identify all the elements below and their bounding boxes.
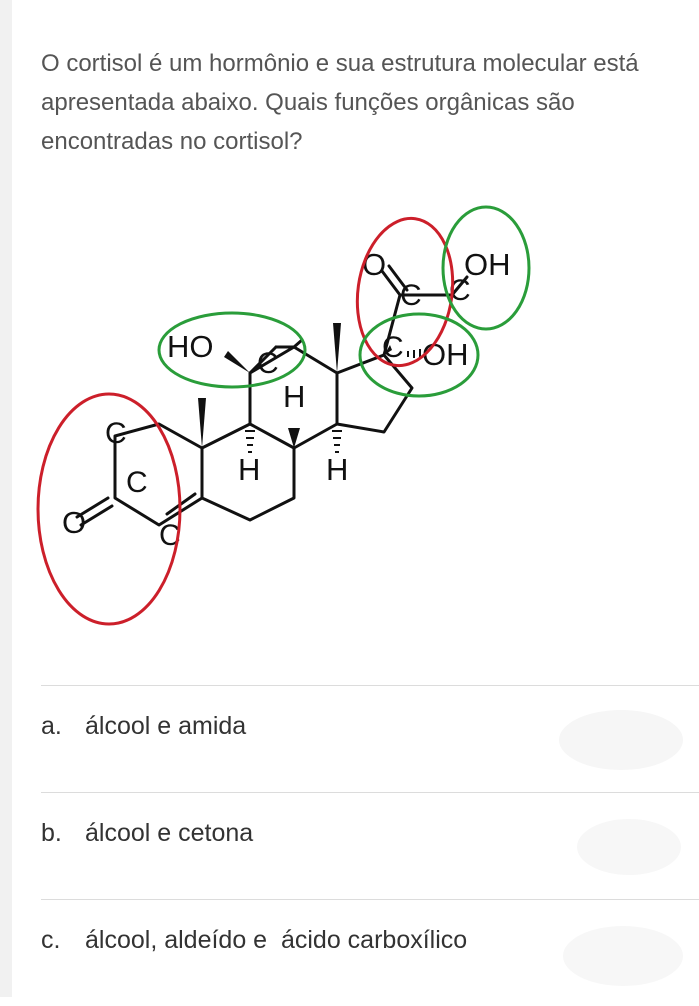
- option-letter: a.: [41, 712, 62, 740]
- red-annotation-circle: [36, 392, 182, 626]
- skeleton-bonds: [75, 264, 469, 527]
- option-text: álcool e amida: [85, 712, 247, 740]
- handwritten-c-label: C: [159, 519, 181, 552]
- atom-label-oh-top: OH: [464, 247, 511, 282]
- atom-label-h-upper: H: [283, 379, 305, 414]
- green-annotation-circle: [157, 311, 307, 389]
- handwritten-c-label: C: [449, 274, 471, 307]
- handwritten-c-label: C: [126, 466, 148, 499]
- option-letter: b.: [41, 819, 62, 847]
- green-annotation-circle: [358, 312, 480, 398]
- erased-smudge: [563, 926, 683, 986]
- erased-smudge: [559, 710, 683, 770]
- atom-label-oxygen-top: O: [362, 247, 386, 282]
- answer-options: a. álcool e amida b. álcool e cetona c. …: [41, 685, 699, 1006]
- handwritten-c-label: C: [105, 417, 127, 450]
- option-text: álcool, aldeído e ácido carboxílico: [85, 926, 468, 954]
- atom-label-oxygen-left: O: [62, 505, 86, 540]
- stereo-bonds: [198, 323, 392, 448]
- left-margin-bar: [0, 0, 12, 997]
- option-a[interactable]: a. álcool e amida: [41, 685, 699, 792]
- handwritten-c-label: C: [400, 279, 422, 312]
- option-c[interactable]: c. álcool, aldeído e ácido carboxílico: [41, 899, 699, 1006]
- red-annotation-circle: [355, 216, 455, 368]
- atom-label-h-lower-left: H: [238, 452, 260, 487]
- cortisol-structure-figure: O OH HO OH O H H H C C C C C C C: [12, 195, 699, 635]
- annotation-circles: [36, 205, 531, 626]
- option-letter: c.: [41, 926, 61, 954]
- option-text: álcool e cetona: [85, 819, 254, 847]
- handwritten-c-label: C: [257, 347, 279, 380]
- atom-label-ho-left: HO: [167, 329, 214, 364]
- erased-smudge: [577, 819, 681, 875]
- handwritten-c-label: C: [382, 331, 404, 364]
- question-text: O cortisol é um hormônio e sua estrutura…: [41, 50, 639, 155]
- green-annotation-circle: [441, 205, 531, 331]
- atom-label-oh-right: OH: [422, 337, 469, 372]
- cortisol-structure-svg: O OH HO OH O H H H C C C C C C C: [36, 205, 531, 626]
- option-b[interactable]: b. álcool e cetona: [41, 792, 699, 899]
- hashed-bonds: [245, 349, 421, 453]
- atom-label-h-lower-right: H: [326, 452, 348, 487]
